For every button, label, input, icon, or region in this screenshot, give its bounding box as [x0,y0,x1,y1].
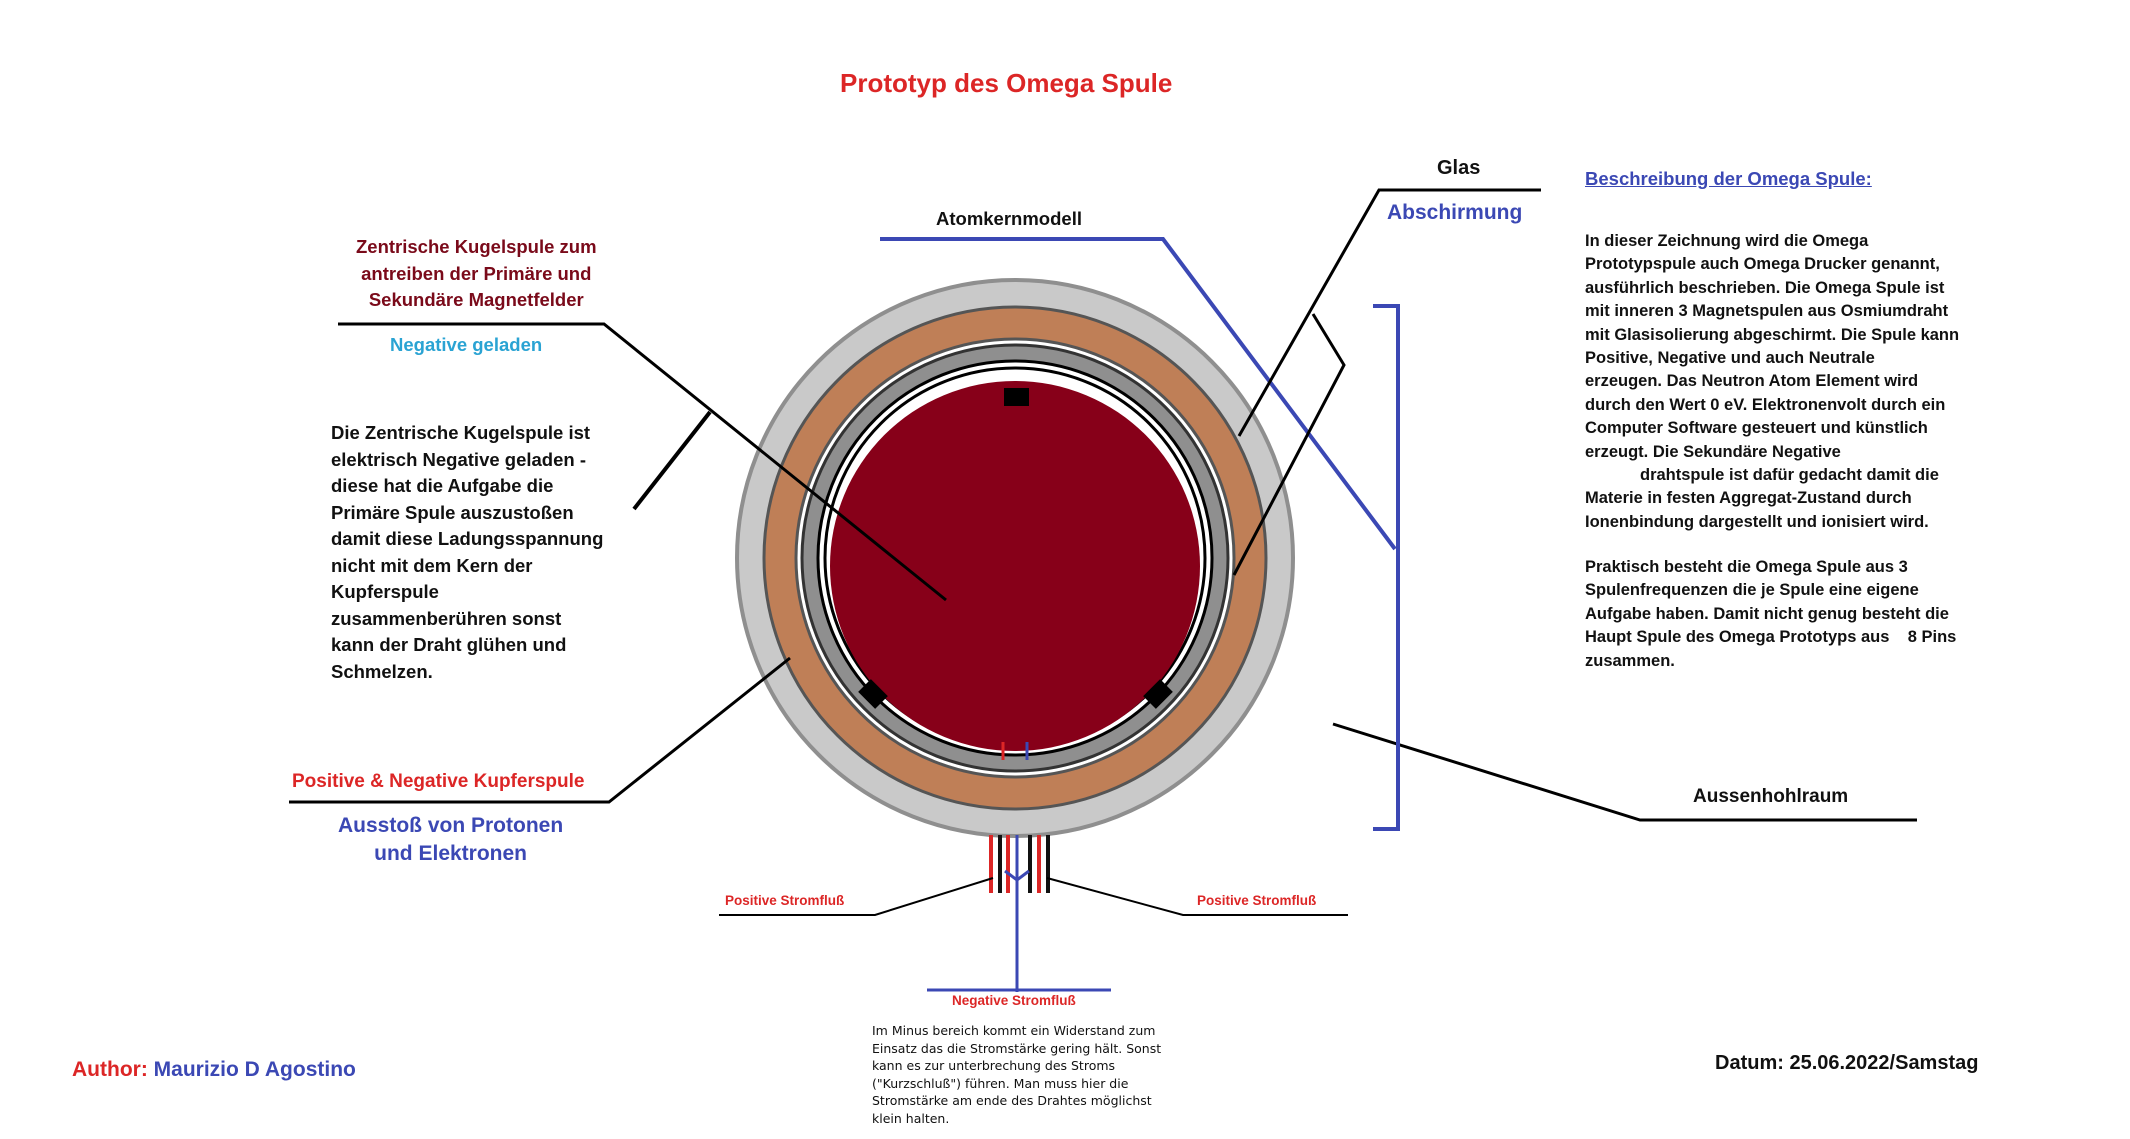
text-line: Aufgabe haben. Damit nicht genug besteht… [1585,604,1949,623]
pin-right [1143,679,1173,709]
text-line: Die Zentrische Kugelspule ist [331,422,591,443]
text-line: kann der Draht glühen und [331,634,567,655]
label-ausstoss: Ausstoß von Protonen und Elektronen [338,812,563,868]
text-line: Positive, Negative und auch Neutrale [1585,349,1875,368]
text-line: Im Minus bereich kommt ein Widerstand zu… [872,1023,1156,1038]
text-line: zusammen. [1585,651,1675,670]
text-line: Schmelzen. [331,660,433,682]
leader-glas-bracket [1232,313,1346,576]
leader-zentrisch [338,322,947,602]
author-name: Maurizio D Agostino [153,1058,356,1081]
text-line: Primäre Spule auszustoßen [331,501,574,523]
text-line: Einsatz das die Stromstärke gering hält.… [872,1040,1162,1056]
text-line: Spulenfrequenzen die je Spule eine eigen… [1585,581,1919,600]
label-line: Ausstoß von Protonen [338,814,564,837]
text-line: Computer Software gesteuert und künstlic… [1585,419,1928,438]
text-line: Stromstärke am ende des Drahtes möglichs… [872,1093,1152,1109]
label-positive-stromfluss-right: Positive Stromfluß [1197,893,1317,908]
label-kupferspule: Positive & Negative Kupferspule [292,771,585,792]
text-line: erzeugt. Die Sekundäre Negative [1585,442,1841,461]
text-line: erzeugen. Das Neutron Atom Element wird [1585,372,1919,391]
leader-positive-left [719,877,994,916]
label-glas: Glas [1437,157,1481,179]
text-line: mit Glasisolierung abgeschirmt. Die Spul… [1585,325,1960,344]
text-line: Materie in festen Aggregat-Zustand durch [1585,489,1912,508]
description-paragraph-2: Praktisch besteht die Omega Spule aus 3 … [1585,556,1956,673]
text-line: damit diese Ladungsspannung [331,528,604,549]
central-spherical-coil [830,381,1200,751]
wire-blue-bend [1004,869,1030,882]
text-line: drahtspule ist dafür gedacht damit die [1585,466,1939,485]
text-line: mit inneren 3 Magnetspulen aus Osmiumdra… [1585,302,1949,321]
label-line: Sekundäre Magnetfelder [368,289,584,310]
label-abschirmung: Abschirmung [1387,201,1523,224]
resistor-note: Im Minus bereich kommt ein Widerstand zu… [872,1022,1161,1128]
text-line: Praktisch besteht die Omega Spule aus 3 [1585,558,1908,576]
leader-kupferspule [289,656,791,804]
text-line: klein halten. [872,1110,950,1126]
bracket-right [1373,304,1400,831]
text-line: ("Kurzschluß") führen. Man muss hier die [872,1075,1129,1091]
label-line: und Elektronen [374,842,528,865]
pin-top [1004,388,1029,406]
label-positive-stromfluss-left: Positive Stromfluß [725,893,845,908]
text-line: Prototypspule auch Omega Drucker genannt… [1585,255,1940,274]
leader-atomkernmodell [880,237,1397,551]
text-line: nicht mit dem Kern der [331,554,533,576]
zentrische-description: Die Zentrische Kugelspule ist elektrisch… [331,420,603,685]
datum: Datum: 25.06.2022/Samstag [1715,1052,1979,1074]
label-line: Zentrische Kugelspule zum [356,236,597,257]
text-line: elektrisch Negative geladen - [331,448,586,470]
label-atomkernmodell: Atomkernmodell [936,208,1082,229]
text-line: ausführlich beschrieben. Die Omega Spule… [1585,278,1945,297]
label-aussenhohlraum: Aussenhohlraum [1693,786,1849,807]
pin-left [858,679,888,709]
text-line: durch den Wert 0 eV. Elektronenvolt durc… [1585,395,1946,414]
label-negative-geladen: Negative geladen [390,334,543,355]
description-paragraph-1: In dieser Zeichnung wird die Omega Proto… [1585,230,1959,534]
leader-aussenhohlraum [1332,722,1917,822]
author: Author: Maurizio D Agostino [72,1058,356,1082]
text-line: kann es zur unterbrechung des Stroms [872,1058,1116,1074]
text-line: Ionenbindung dargestellt und ionisiert w… [1585,512,1929,531]
text-line: In dieser Zeichnung wird die Omega [1585,232,1869,250]
text-line: Kupferspule [331,581,439,602]
author-label: Author: [72,1058,148,1081]
page-title: Prototyp des Omega Spule [840,68,1173,98]
leader-positive-right [1046,877,1348,916]
text-line: zusammenberühren sonst [331,607,562,629]
leader-zentrisch-slash [632,410,712,511]
label-negative-stromfluss: Negative Stromfluß [952,993,1076,1008]
label-line: antreiben der Primäre und [361,262,592,284]
leader-glas [1237,188,1541,437]
label-zentrische-kugelspule: Zentrische Kugelspule zum antreiben der … [356,234,597,314]
text-line: Haupt Spule des Omega Prototyps aus 8 Pi… [1585,628,1957,647]
description-heading: Beschreibung der Omega Spule: [1585,168,1872,189]
text-line: diese hat die Aufgabe die [331,475,554,496]
